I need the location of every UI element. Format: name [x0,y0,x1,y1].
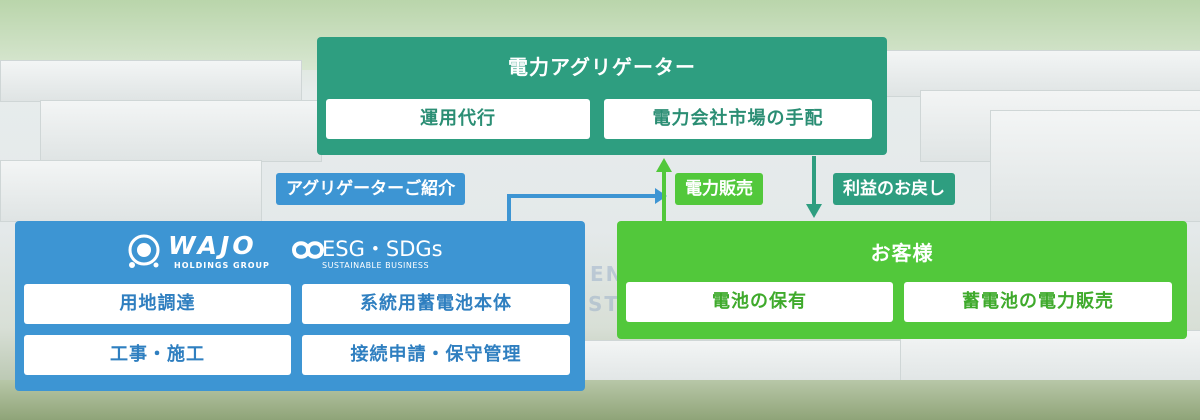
flow-introduce-label: アグリゲーターご紹介 [276,173,466,205]
service-land-procurement: 用地調達 [24,284,291,324]
customer-panel: お客様 電池の保有 蓄電池の電力販売 [617,221,1187,339]
wajo-logo-text: WAJO [168,231,257,260]
service-battery-ownership: 電池の保有 [626,282,893,322]
wajo-logo: WAJO HOLDINGS GROUP ESG・SDGs SUSTAINABLE… [126,231,446,273]
flow-profit-return-label: 利益のお戻し [833,173,955,205]
esg-sdgs-subtext: SUSTAINABLE BUSINESS [322,261,430,270]
service-power-sales: 蓄電池の電力販売 [904,282,1172,322]
aggregator-panel: 電力アグリゲーター 運用代行 電力会社市場の手配 [317,37,887,155]
service-application-maintenance: 接続申請・保守管理 [302,335,570,375]
wajo-logo-subtext: HOLDINGS GROUP [174,261,270,270]
service-battery-unit: 系統用蓄電池本体 [302,284,570,324]
wajo-logo-mark [128,234,325,268]
service-construction: 工事・施工 [24,335,291,375]
flow-sale-label: 電力販売 [675,173,763,205]
service-market-arrangement: 電力会社市場の手配 [604,99,872,139]
aggregator-title: 電力アグリゲーター [508,55,696,79]
customer-title: お客様 [870,241,934,265]
service-operation-agency: 運用代行 [326,99,590,139]
esg-sdgs-text: ESG・SDGs [322,237,443,261]
